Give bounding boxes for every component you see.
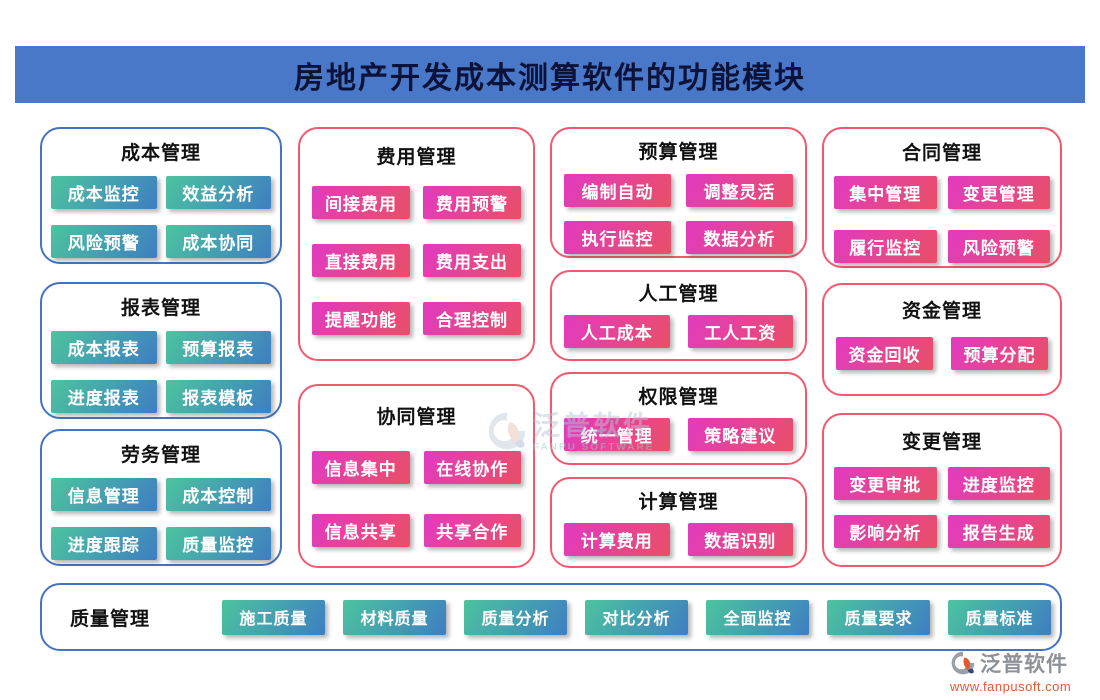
card-title: 劳务管理 [120, 445, 201, 466]
module-chip: 费用预警 [423, 186, 521, 219]
module-chip: 施工质量 [222, 599, 325, 635]
card-quality-management: 质量管理 施工质量 材料质量 质量分析 对比分析 全面监控 质量要求 质量标准 [40, 583, 1062, 651]
card-permission-management: 权限管理 统一管理 策略建议 [550, 372, 807, 465]
card-title: 计算管理 [638, 492, 719, 513]
module-chip: 进度跟踪 [51, 527, 157, 560]
card-change-management: 变更管理 变更审批 进度监控 影响分析 报告生成 [822, 413, 1062, 567]
module-chip: 报告生成 [947, 515, 1050, 548]
module-chip: 全面监控 [706, 599, 809, 635]
module-chip: 工人工资 [687, 315, 793, 348]
card-title: 成本管理 [120, 143, 201, 164]
module-chip: 对比分析 [585, 599, 688, 635]
card-title: 权限管理 [638, 387, 719, 408]
card-title: 人工管理 [638, 284, 719, 305]
module-chip: 报表模板 [165, 380, 271, 413]
module-chip: 质量分析 [464, 599, 567, 635]
module-chip: 变更审批 [834, 467, 937, 500]
module-chip: 进度监控 [947, 467, 1050, 500]
module-chip: 资金回收 [836, 337, 933, 370]
module-chip: 提醒功能 [312, 302, 410, 335]
module-chip: 信息共享 [312, 514, 410, 547]
module-chip: 费用支出 [423, 244, 521, 277]
card-manpower-management: 人工管理 人工成本 工人工资 [550, 270, 807, 361]
card-calculation-management: 计算管理 计算费用 数据识别 [550, 477, 807, 568]
module-chip: 成本监控 [51, 176, 157, 209]
module-chip: 统一管理 [564, 418, 670, 451]
module-chip: 人工成本 [564, 315, 670, 348]
module-chip: 成本协同 [165, 225, 271, 258]
page-title: 房地产开发成本测算软件的功能模块 [294, 61, 806, 95]
module-chip: 间接费用 [312, 186, 410, 219]
card-title: 资金管理 [901, 301, 982, 322]
card-report-management: 报表管理 成本报表 预算报表 进度报表 报表模板 [40, 282, 282, 419]
module-chip: 履行监控 [834, 230, 937, 263]
module-chip: 风险预警 [51, 225, 157, 258]
module-chip: 集中管理 [834, 176, 937, 209]
card-fund-management: 资金管理 资金回收 预算分配 [822, 283, 1062, 396]
card-title: 报表管理 [120, 298, 201, 319]
header-bar: 房地产开发成本测算软件的功能模块 [15, 46, 1085, 103]
card-title: 合同管理 [901, 143, 982, 164]
module-chip: 策略建议 [687, 418, 793, 451]
card-contract-management: 合同管理 集中管理 变更管理 履行监控 风险预警 [822, 127, 1062, 268]
module-chip: 计算费用 [564, 523, 670, 556]
module-chip: 影响分析 [834, 515, 937, 548]
module-chip: 质量要求 [827, 599, 930, 635]
module-chip: 执行监控 [564, 221, 671, 254]
module-chip: 数据分析 [686, 221, 793, 254]
module-chip: 成本报表 [51, 331, 157, 364]
module-chip: 效益分析 [165, 176, 271, 209]
module-chip: 直接费用 [312, 244, 410, 277]
module-chip: 预算报表 [165, 331, 271, 364]
fanpu-logo-icon [951, 651, 975, 675]
module-chip: 编制自动 [564, 174, 671, 207]
module-chip: 数据识别 [687, 523, 793, 556]
card-title: 协同管理 [376, 407, 457, 428]
module-chip: 变更管理 [947, 176, 1050, 209]
card-title: 变更管理 [901, 432, 982, 453]
footer-url-text: www.fanpusoft.com [950, 679, 1072, 694]
card-title: 费用管理 [376, 147, 457, 168]
module-chip: 共享合作 [423, 514, 521, 547]
module-chip: 预算分配 [951, 337, 1048, 370]
module-chip: 调整灵活 [686, 174, 793, 207]
module-chip: 质量标准 [948, 599, 1051, 635]
card-title: 预算管理 [638, 142, 719, 163]
footer-brand-text: 泛普软件 [980, 653, 1068, 676]
card-cost-management: 成本管理 成本监控 效益分析 风险预警 成本协同 [40, 127, 282, 264]
module-chip: 合理控制 [423, 302, 521, 335]
card-collaboration-management: 协同管理 信息集中 在线协作 信息共享 共享合作 [298, 384, 535, 568]
card-expense-management: 费用管理 间接费用 费用预警 直接费用 费用支出 提醒功能 合理控制 [298, 127, 535, 361]
module-chip: 信息集中 [312, 451, 410, 484]
footer-brand: 泛普软件 www.fanpusoft.com [950, 648, 1086, 694]
module-chip: 质量监控 [165, 527, 271, 560]
card-labor-service-management: 劳务管理 信息管理 成本控制 进度跟踪 质量监控 [40, 429, 282, 566]
card-title: 质量管理 [70, 608, 151, 630]
module-chip: 材料质量 [343, 599, 446, 635]
module-chip: 风险预警 [947, 230, 1050, 263]
module-chip: 在线协作 [423, 451, 521, 484]
module-chip: 进度报表 [51, 380, 157, 413]
card-budget-management: 预算管理 编制自动 调整灵活 执行监控 数据分析 [550, 127, 807, 258]
module-chip: 成本控制 [165, 478, 271, 511]
module-chip: 信息管理 [51, 478, 157, 511]
